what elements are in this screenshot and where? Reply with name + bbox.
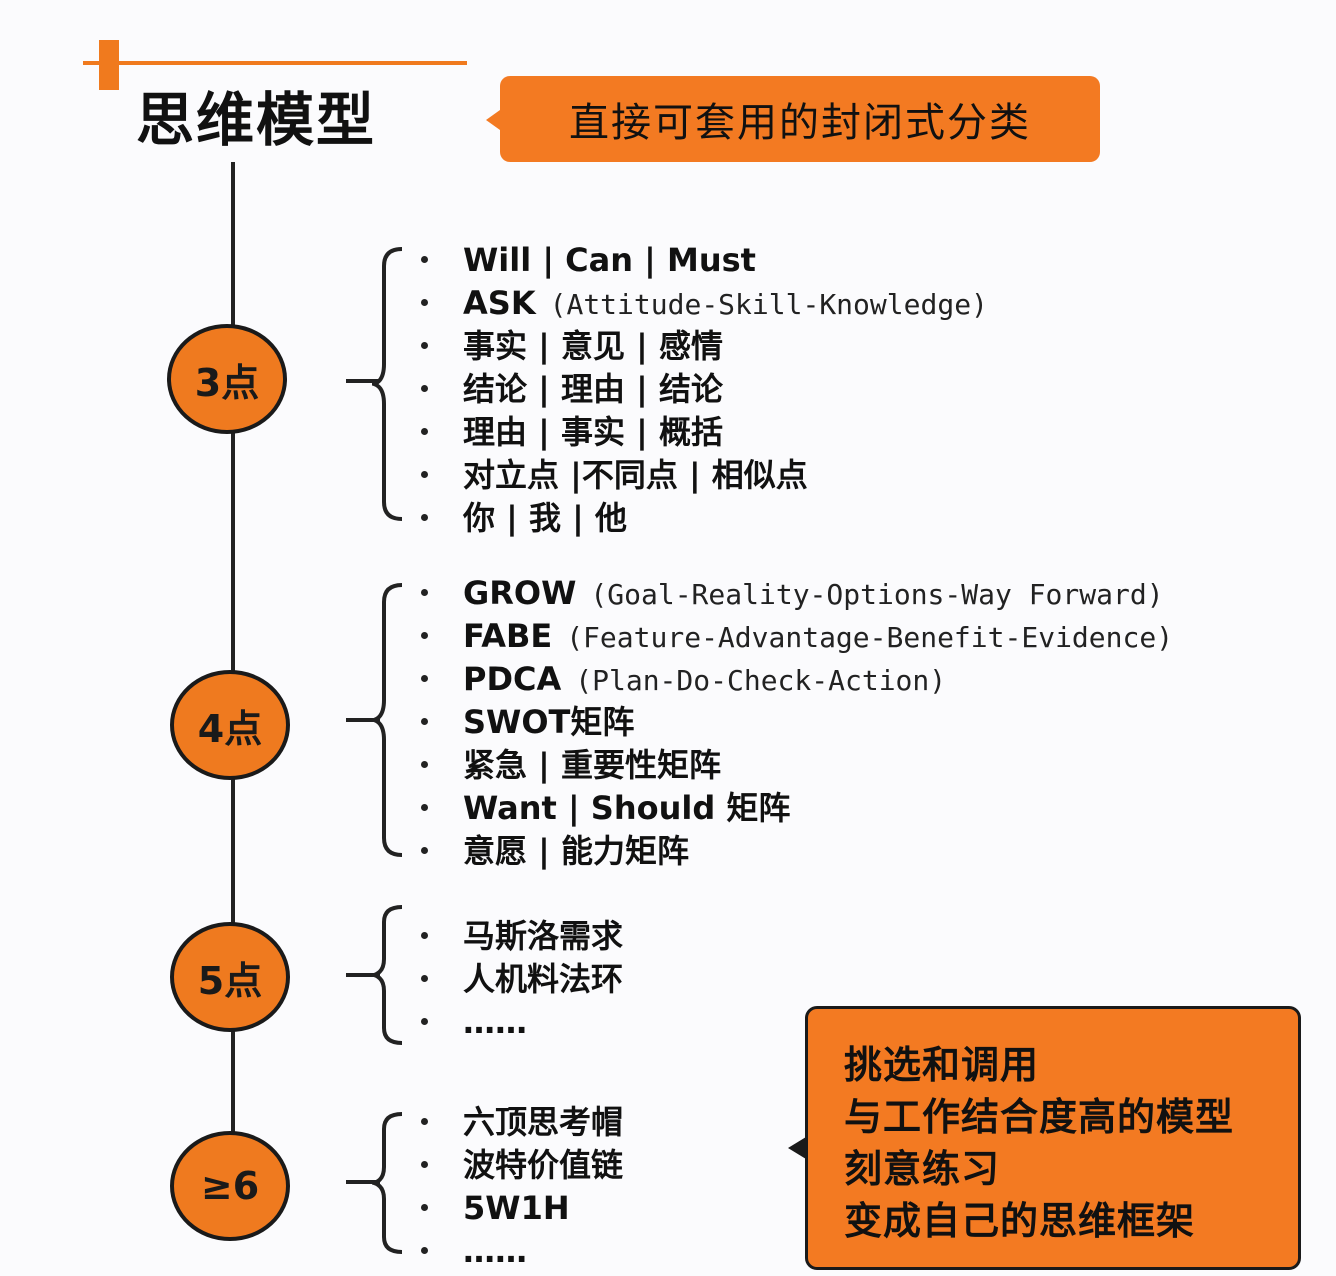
list-item: FABE(Feature-Advantage-Benefit-Evidence) xyxy=(421,615,1173,658)
node-label: 5点 xyxy=(197,958,263,1003)
list-item: 5W1H xyxy=(421,1187,623,1230)
group-bracket xyxy=(372,1111,412,1255)
node-6-plus-points: ≥6 xyxy=(170,1131,290,1241)
list-item: …… xyxy=(421,1230,623,1273)
list-item: 对立点 |不同点 | 相似点 xyxy=(421,454,988,497)
node-label: 3点 xyxy=(194,360,260,405)
bullet xyxy=(421,718,428,725)
header-callout: 直接可套用的封闭式分类 xyxy=(486,76,1100,162)
bullet xyxy=(421,385,428,392)
bullet xyxy=(421,1161,428,1168)
list-item: Want | Should 矩阵 xyxy=(421,787,1173,830)
bullet xyxy=(421,632,428,639)
node-5-points: 5点 xyxy=(170,922,290,1032)
group-bracket xyxy=(372,246,412,522)
summary-line: 刻意练习 xyxy=(844,1147,1001,1191)
list-item: Will | Can | Must xyxy=(421,239,988,282)
list-item: 理由 | 事实 | 概括 xyxy=(421,411,988,454)
header-rule xyxy=(83,61,467,65)
bullet xyxy=(421,804,428,811)
group-bracket xyxy=(372,582,412,858)
node-label: 4点 xyxy=(197,706,263,751)
page-title: 思维模型 xyxy=(136,86,377,154)
node-4-points: 4点 xyxy=(170,670,290,780)
group-bracket xyxy=(372,904,412,1046)
bullet xyxy=(421,342,428,349)
list-item: ASK(Attitude-Skill-Knowledge) xyxy=(421,282,988,325)
bullet xyxy=(421,1018,428,1025)
header-callout-text: 直接可套用的封闭式分类 xyxy=(569,100,1031,146)
bullet xyxy=(421,1247,428,1254)
list-item: 波特价值链 xyxy=(421,1144,623,1187)
list-item: 人机料法环 xyxy=(421,958,623,1001)
list-item: GROW(Goal-Reality-Options-Way Forward) xyxy=(421,572,1173,615)
bullet xyxy=(421,1118,428,1125)
summary-callout: 挑选和调用 与工作结合度高的模型 刻意练习 变成自己的思维框架 xyxy=(788,1006,1301,1270)
group-6-plus-points-list: 六顶思考帽 波特价值链 5W1H …… xyxy=(421,1101,623,1273)
connector xyxy=(346,718,380,722)
list-item: 你 | 我 | 他 xyxy=(421,497,988,540)
group-3-points-list: Will | Can | Must ASK(Attitude-Skill-Kno… xyxy=(421,239,988,540)
list-item: 紧急 | 重要性矩阵 xyxy=(421,744,1173,787)
bullet xyxy=(421,675,428,682)
list-item: …… xyxy=(421,1001,623,1044)
list-item: 六顶思考帽 xyxy=(421,1101,623,1144)
bullet xyxy=(421,847,428,854)
bullet xyxy=(421,932,428,939)
list-item: 事实 | 意见 | 感情 xyxy=(421,325,988,368)
connector xyxy=(346,1180,380,1184)
connector xyxy=(346,973,380,977)
bullet xyxy=(421,1204,428,1211)
header-marker xyxy=(99,40,119,90)
node-3-points: 3点 xyxy=(167,324,287,434)
bullet xyxy=(421,761,428,768)
group-4-points-list: GROW(Goal-Reality-Options-Way Forward) F… xyxy=(421,572,1173,873)
node-label: ≥6 xyxy=(200,1164,260,1208)
bullet xyxy=(421,299,428,306)
summary-line: 挑选和调用 xyxy=(844,1043,1040,1087)
summary-line: 与工作结合度高的模型 xyxy=(844,1095,1235,1139)
bullet xyxy=(421,589,428,596)
bullet xyxy=(421,428,428,435)
group-5-points-list: 马斯洛需求 人机料法环 …… xyxy=(421,915,623,1044)
bullet xyxy=(421,975,428,982)
bullet xyxy=(421,471,428,478)
list-item: 意愿 | 能力矩阵 xyxy=(421,830,1173,873)
list-item: 马斯洛需求 xyxy=(421,915,623,958)
connector xyxy=(346,379,380,383)
bullet xyxy=(421,256,428,263)
summary-line: 变成自己的思维框架 xyxy=(844,1199,1196,1243)
bullet xyxy=(421,514,428,521)
list-item: 结论 | 理由 | 结论 xyxy=(421,368,988,411)
list-item: PDCA(Plan-Do-Check-Action) xyxy=(421,658,1173,701)
list-item: SWOT矩阵 xyxy=(421,701,1173,744)
